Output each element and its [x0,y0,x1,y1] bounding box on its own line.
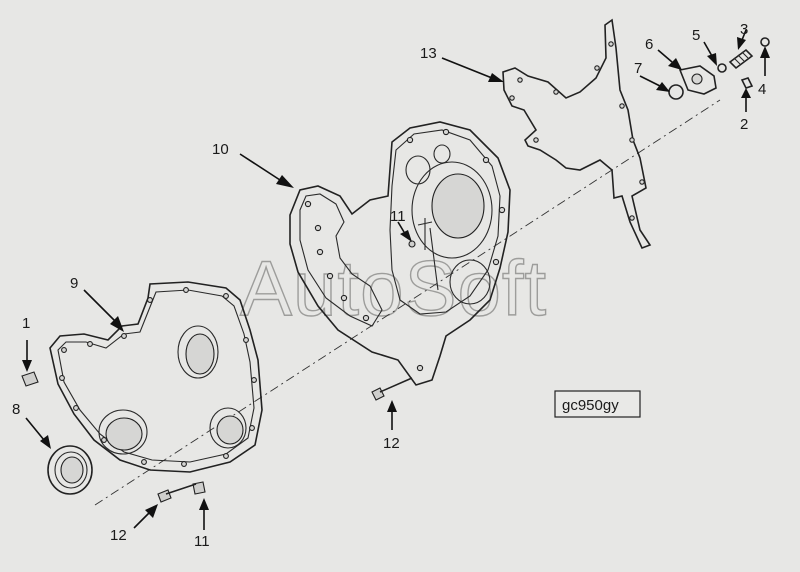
callout-label-9: 9 [70,275,78,292]
leader-arrows [22,29,770,530]
callout-label-8: 8 [12,401,20,418]
watermark-text: AutoSoft [240,244,547,332]
callout-label-7: 7 [634,60,642,77]
diagram-code-box: gc950gy [554,390,641,418]
bolt-1 [21,371,39,387]
callout-label-5: 5 [692,27,700,44]
callout-label-4: 4 [758,81,766,98]
bolt-12-lower [157,483,197,503]
callout-label-3: 3 [740,21,748,38]
washer-5 [717,63,727,73]
o-ring-4 [760,37,770,47]
screw-2 [740,77,754,89]
fitting-3 [728,48,754,70]
callout-label-6: 6 [645,36,653,53]
callout-label-13: 13 [420,45,437,62]
accessory-plate-6 [678,65,717,95]
callout-label-11-lower: 11 [194,533,210,550]
front-cover-9 [49,281,263,473]
diagram-code-text: gc950gy [562,397,619,414]
callout-label-11-upper: 11 [390,208,406,225]
callout-label-12-center: 12 [383,435,400,452]
gear-housing-10 [289,121,511,386]
callout-label-1: 1 [22,315,30,332]
bolt-11-lower [192,481,206,495]
callout-label-2: 2 [740,116,748,133]
gasket-13 [502,18,652,250]
callout-label-10: 10 [212,141,229,158]
o-ring-7 [668,84,684,100]
oil-seal-8 [47,445,93,495]
callout-label-12-lower: 12 [110,527,127,544]
bolt-12-center [371,377,413,401]
